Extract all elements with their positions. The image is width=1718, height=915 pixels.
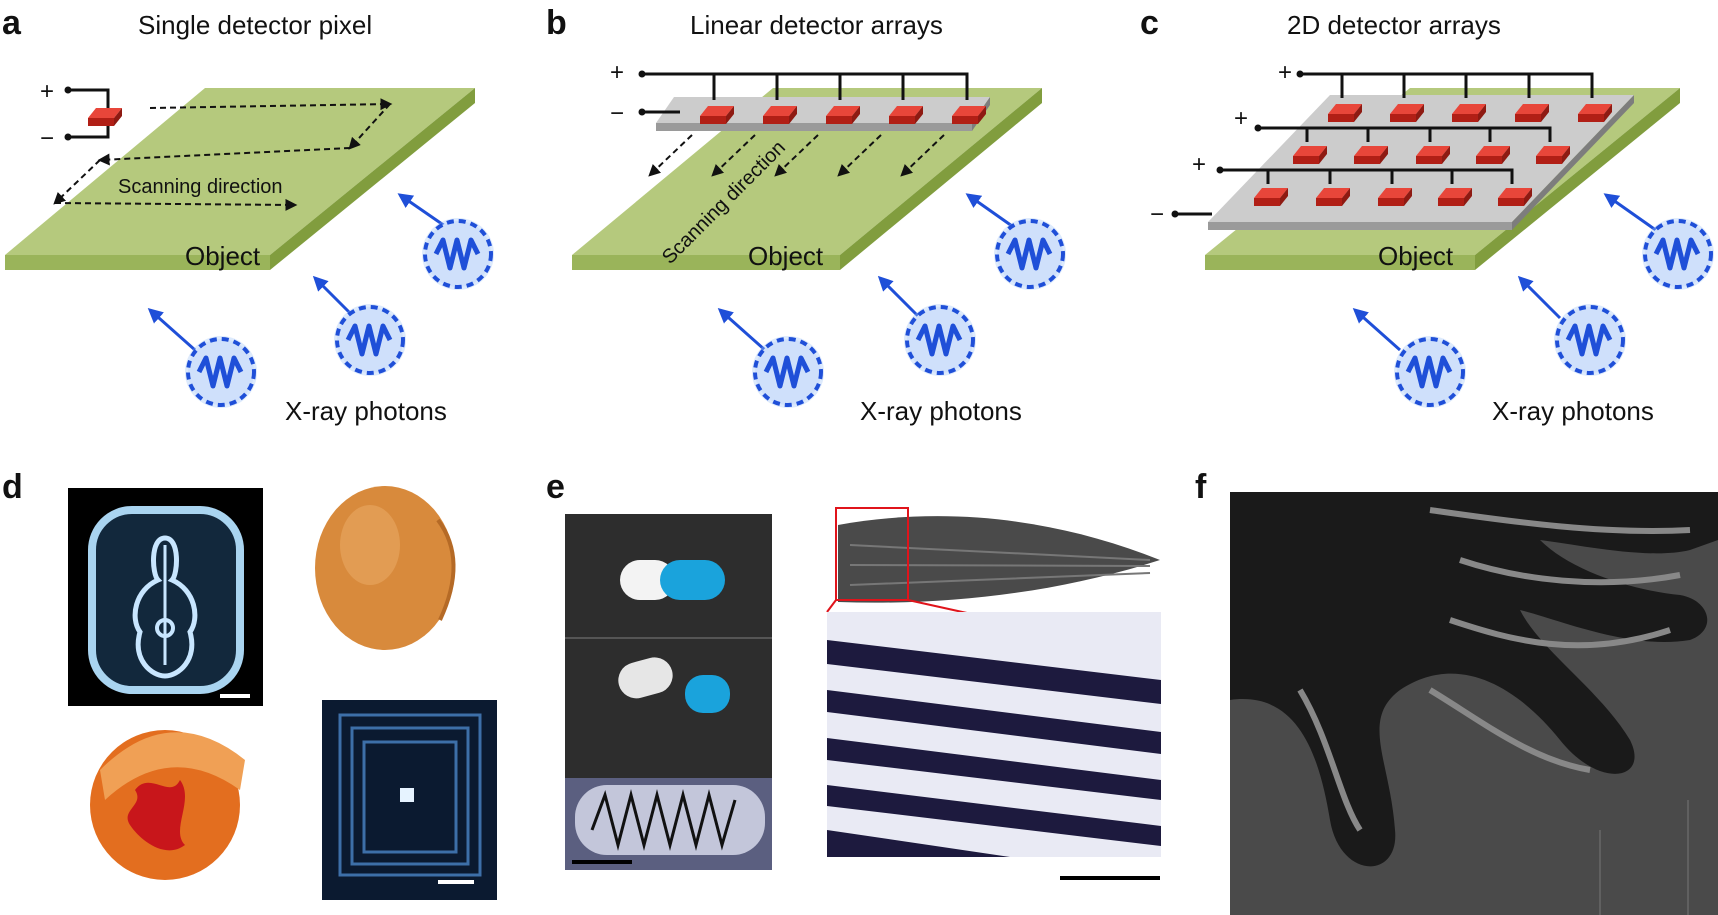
xray-photons bbox=[1352, 193, 1714, 408]
detector-pixels-2d bbox=[1171, 70, 1612, 218]
xray-photons-label: X-ray photons bbox=[860, 396, 1022, 426]
object-slab bbox=[5, 88, 475, 270]
panel-a: a Single detector pixel + − Scanning dir… bbox=[2, 4, 494, 426]
panel-b-title: Linear detector arrays bbox=[690, 10, 943, 40]
panel-d: d bbox=[2, 468, 497, 900]
detector-pixel bbox=[64, 86, 122, 141]
plus-terminal: + bbox=[40, 78, 54, 105]
hand-xray-image bbox=[1230, 492, 1718, 915]
xray-photons bbox=[717, 193, 1066, 408]
panel-letter-c: c bbox=[1140, 4, 1159, 42]
chip-xray-image bbox=[322, 700, 497, 900]
panel-b: b Linear detector arrays + bbox=[546, 4, 1066, 426]
minus-terminal: − bbox=[40, 125, 54, 152]
panel-letter-f: f bbox=[1195, 468, 1207, 506]
object-label: Object bbox=[185, 241, 261, 271]
panel-f: f bbox=[1195, 468, 1718, 915]
xray-photons bbox=[147, 193, 494, 408]
orange-capsule-closed bbox=[315, 486, 456, 650]
minus-terminal: − bbox=[1150, 201, 1164, 228]
panel-e: e bbox=[546, 468, 1170, 880]
detector-pixels bbox=[638, 70, 986, 124]
panel-letter-e: e bbox=[546, 468, 565, 506]
xray-photons-label: X-ray photons bbox=[285, 396, 447, 426]
panel-c: c 2D detector arrays bbox=[1140, 4, 1714, 426]
xray-photons-label: X-ray photons bbox=[1492, 396, 1654, 426]
panel-c-title: 2D detector arrays bbox=[1287, 10, 1501, 40]
panel-a-title: Single detector pixel bbox=[138, 10, 372, 40]
plus-terminal-row2: + bbox=[1234, 105, 1248, 132]
guitar-xray-image bbox=[68, 488, 263, 706]
plus-terminal-row1: + bbox=[1278, 59, 1292, 86]
scanning-direction-label: Scanning direction bbox=[118, 176, 283, 198]
panel-letter-a: a bbox=[2, 4, 22, 42]
bristle-xray-image bbox=[827, 612, 1161, 880]
opened-capsule-photo bbox=[90, 730, 245, 880]
capsule-photos bbox=[565, 514, 772, 870]
minus-terminal: − bbox=[610, 100, 624, 127]
object-label: Object bbox=[1378, 241, 1454, 271]
brush-photo bbox=[832, 505, 1170, 605]
plus-terminal: + bbox=[610, 59, 624, 86]
plus-terminal-row3: + bbox=[1192, 151, 1206, 178]
panel-letter-d: d bbox=[2, 468, 23, 506]
object-label: Object bbox=[748, 241, 824, 271]
panel-letter-b: b bbox=[546, 4, 567, 42]
scan-path-arrows bbox=[53, 98, 393, 211]
